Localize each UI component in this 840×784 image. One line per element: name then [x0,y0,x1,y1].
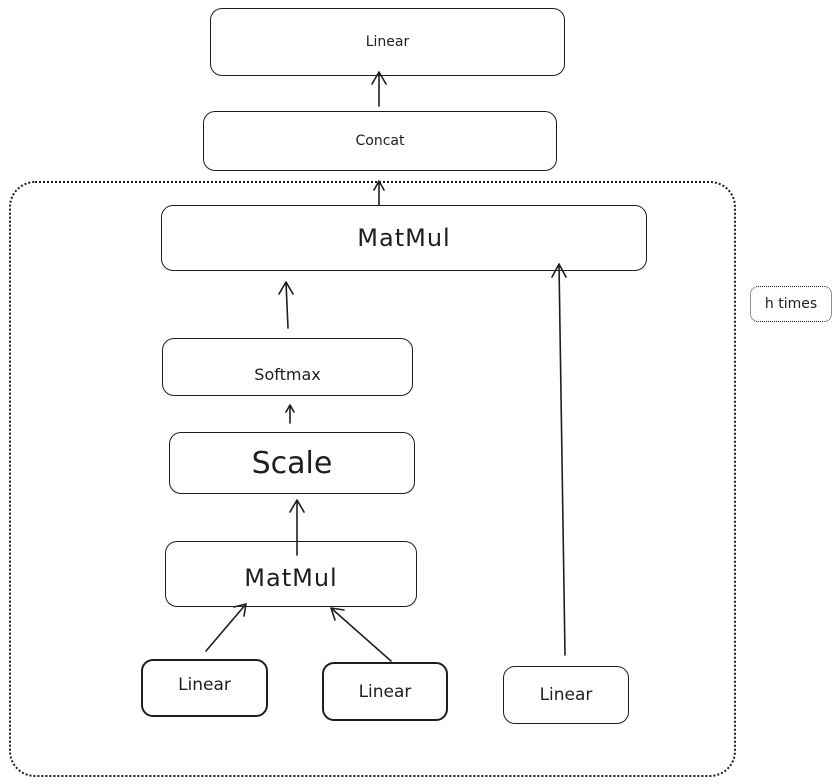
arrow-scale-to-softmax [285,404,295,424]
arrow-linear-q-to-matmul [205,603,247,652]
inner-matmul-box: MatMul [165,541,417,607]
scale-label: Scale [251,445,333,481]
linear-k-label: Linear [358,681,412,702]
repeat-count-label: h times [750,286,832,322]
softmax-box: Softmax [162,338,413,396]
concat-label: Concat [355,133,405,149]
arrow-matmul-to-concat [373,180,385,206]
linear-k-box: Linear [322,662,448,721]
repeated-heads-group [9,181,736,777]
outer-matmul-label: MatMul [357,224,451,252]
linear-q-label: Linear [178,675,231,695]
inner-matmul-label: MatMul [244,564,338,592]
arrow-linear-v-to-matmul [551,263,567,656]
linear-v-label: Linear [539,685,593,705]
linear-q-box: Linear [141,659,268,717]
scale-box: Scale [169,432,415,494]
output-linear-label: Linear [365,34,410,50]
outer-matmul-box: MatMul [161,205,647,271]
output-linear-box: Linear [210,8,565,76]
concat-box: Concat [203,111,557,171]
arrow-concat-to-linear [371,71,387,107]
arrow-inner-matmul-to-scale [289,499,305,556]
softmax-label: Softmax [254,364,321,384]
linear-v-box: Linear [503,666,629,724]
arrow-linear-k-to-matmul [330,607,392,662]
repeat-count-text: h times [764,296,818,312]
arrow-softmax-to-matmul [278,281,294,329]
